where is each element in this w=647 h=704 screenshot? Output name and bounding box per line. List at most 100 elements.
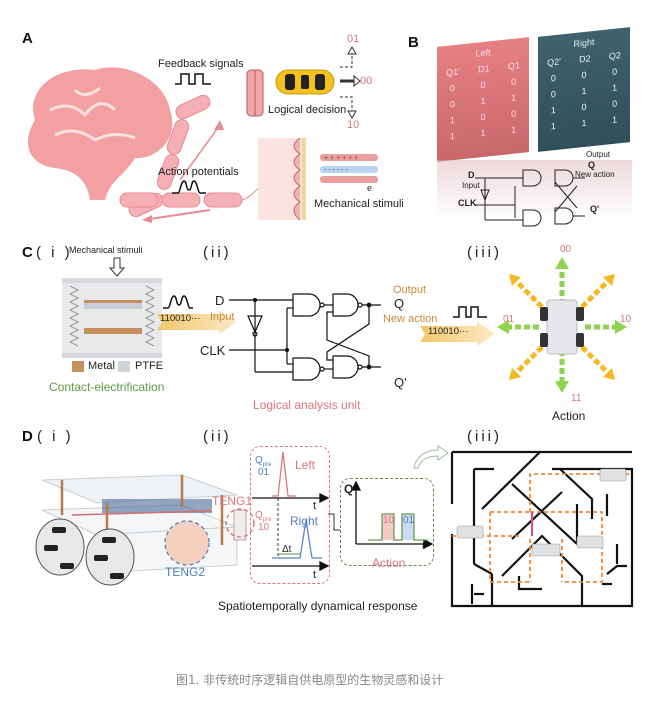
panel-d-sub-i: ( i ) <box>37 428 74 445</box>
brain-illustration <box>27 67 173 200</box>
bitstream-arrow-in <box>157 310 237 334</box>
action-potentials-label: Action potentials <box>158 166 239 178</box>
truth-table-cell: 1 <box>449 130 455 142</box>
skin-receptor-illustration <box>258 137 306 221</box>
square-wave-icon-c <box>453 306 487 318</box>
circuit-c-qbar-label: Q' <box>394 375 407 390</box>
signal-box <box>250 446 330 584</box>
spatiotemporal-response-label: Spatiotemporally dynamical response <box>218 599 418 613</box>
truth-table-cell: 0 <box>612 98 618 110</box>
truth-table-cell: 0 <box>511 108 517 120</box>
circuit-qbar-label: Q' <box>590 204 600 214</box>
legend-ptfe-label: PTFE <box>135 360 164 372</box>
direction-right-code: 10 <box>620 314 632 325</box>
figure-caption: 图1. 非传统时序逻辑自供电原型的生物灵感和设计 <box>176 673 444 687</box>
action-box <box>340 478 434 566</box>
circuit-d-label: D <box>468 170 475 180</box>
header-cell: Q1' <box>446 66 460 78</box>
svg-text:+ + + + + +: + + + + + + <box>324 155 358 162</box>
connector-bracket <box>328 513 340 531</box>
truth-table-cell: 1 <box>550 120 556 132</box>
feedback-signals-label: Feedback signals <box>158 58 244 70</box>
code-down: 10 <box>347 119 360 131</box>
truth-table-cell: 1 <box>550 104 556 116</box>
legend-ptfe-swatch <box>118 361 130 372</box>
left-signal-label: Left <box>295 458 316 472</box>
return-arrow <box>142 209 211 223</box>
truth-table-cell: 0 <box>480 111 486 123</box>
truth-table-cell: 0 <box>612 66 618 78</box>
direction-down-code: 11 <box>571 393 582 404</box>
circuit-c-d-label: D <box>215 293 225 308</box>
panel-c-sub-ii: (ii) <box>203 244 232 261</box>
panel-d-letter: D <box>22 428 33 445</box>
action-plot <box>350 480 434 550</box>
logical-analysis-unit-label: Logical analysis unit <box>253 398 361 412</box>
square-wave-icon <box>175 73 211 85</box>
circuit-new-action-label: New action <box>575 170 615 179</box>
qpre-bot-value: 10 <box>258 522 270 533</box>
truth-table-cell: 1 <box>480 95 486 107</box>
truth-table-cell: 1 <box>449 114 455 126</box>
teng1-label: TENG1 <box>212 494 253 508</box>
circuit-input-label: Input <box>462 181 480 190</box>
truth-table-cell: 0 <box>581 69 587 81</box>
bitstream-in-label: 110010··· <box>160 313 201 324</box>
circuit-c-input-label: Input <box>210 311 235 323</box>
code-up: 01 <box>347 33 360 45</box>
right-signal-label: Right <box>290 514 319 528</box>
panel-d-sub-ii: (ii) <box>203 428 232 445</box>
signal-plots <box>252 451 330 572</box>
electron-label: e <box>367 182 372 194</box>
qpre-top-symbol: Q <box>255 455 263 466</box>
circuit-output-label: Output <box>586 150 611 159</box>
truth-table-cell: 0 <box>550 72 556 84</box>
teng-layers-icon: + + + + + + - - - - - - <box>320 154 378 183</box>
truth-table-cell: 1 <box>581 117 587 129</box>
truth-table-cell: 0 <box>449 82 455 94</box>
spike-wave-icon-c <box>163 295 193 309</box>
circuit-c-output-label: Output <box>393 284 427 296</box>
qpre-bot-label: Qpre <box>255 510 271 523</box>
truth-table-cell: 1 <box>612 114 618 126</box>
circuit-clk-label: CLK <box>458 198 477 208</box>
legend-metal-swatch <box>72 361 84 372</box>
d-flipflop-circuit <box>229 293 381 381</box>
d-flipflop-circuit-small <box>475 169 585 227</box>
pulse-b-label: 01 <box>403 515 415 526</box>
circuit-c-clk-label: CLK <box>200 343 226 358</box>
panel-a-letter: A <box>22 30 33 47</box>
bitstream-arrow-out <box>420 322 495 346</box>
panel-c-letter: C <box>22 244 33 261</box>
panel-b-letter: B <box>408 34 419 51</box>
car-icon <box>275 69 335 95</box>
t-axis-label-bottom: t <box>313 569 317 581</box>
qpre-top-label: Qpre <box>255 455 271 468</box>
direction-arrows <box>340 45 361 120</box>
t-axis-label-action: t <box>422 541 425 552</box>
circuit-q-label: Q <box>588 160 596 170</box>
mechanical-stimuli-label-a: Mechanical stimuli <box>314 198 404 210</box>
contact-electrification-label: Contact-electrification <box>49 380 165 394</box>
down-arrow-icon <box>108 257 126 277</box>
qpre-bot-symbol: Q <box>255 510 263 521</box>
pulse-a-label: 10 <box>383 515 395 526</box>
legend-metal-label: Metal <box>88 360 115 372</box>
spike-wave-icon <box>172 180 206 194</box>
mechanical-stimuli-label-c: Mechanical stimuli <box>69 245 143 255</box>
maze-diagram <box>450 450 634 608</box>
circuit-c-q-label: Q <box>394 296 405 311</box>
header-cell: Q1 <box>507 60 520 72</box>
t-axis-label-top: t <box>313 500 317 512</box>
truth-table-cell: 0 <box>550 88 556 100</box>
truth-table-cell: 1 <box>511 92 517 104</box>
truth-table-cell: 1 <box>612 82 618 94</box>
logical-decision-label: Logical decision <box>268 104 347 116</box>
robot-direction-diagram <box>497 257 627 393</box>
truth-table-cell: 0 <box>581 101 587 113</box>
q-axis-label: Q <box>344 482 354 496</box>
bitstream-out-label: 110010··· <box>428 326 469 337</box>
panel-c-sub-iii: (iii) <box>467 244 502 261</box>
qpre-bot-sub: pre <box>262 517 272 523</box>
